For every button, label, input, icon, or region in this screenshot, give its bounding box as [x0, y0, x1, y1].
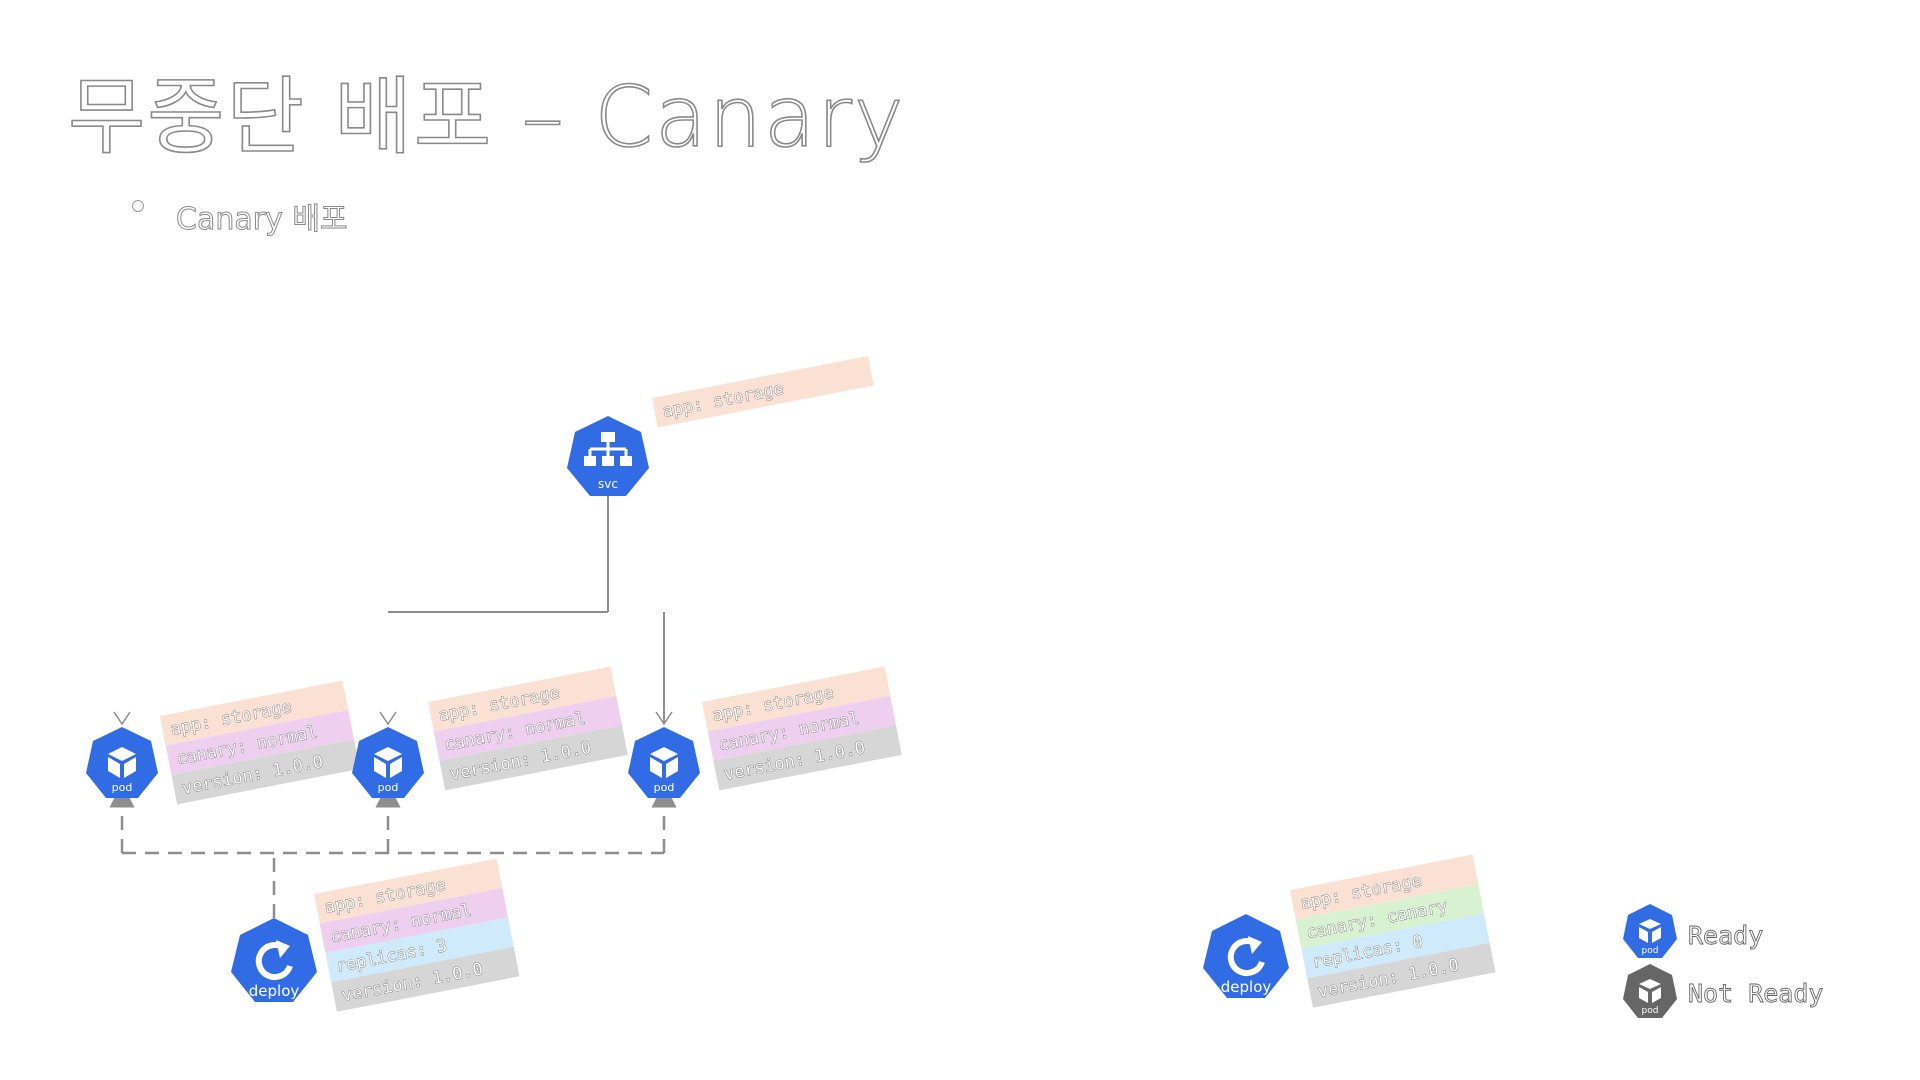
deployment-labels: app: storage canary: normal replicas: 3 …: [314, 858, 520, 1012]
legend-not-ready-pod-icon: pod: [1623, 964, 1677, 1018]
legend-ready-icon-text: pod: [1642, 946, 1659, 956]
pod-icon: pod: [86, 727, 158, 798]
legend: pod Ready pod Not Ready: [1623, 904, 1824, 1018]
page-title: 무중단 배포 – Canary: [67, 67, 906, 167]
legend-not-ready-label: Not Ready: [1688, 979, 1823, 1008]
bullet-dot: [132, 200, 144, 212]
deploy-icon: deploy: [1203, 914, 1289, 998]
pod-labels: app: storage canary: normal version: 1.0…: [702, 666, 902, 791]
pod-icon: pod: [352, 727, 424, 798]
pod-icon-text: pod: [378, 781, 399, 794]
deploy-icon-text: deploy: [1221, 978, 1272, 996]
legend-not-ready-icon-text: pod: [1642, 1006, 1659, 1016]
legend-ready-pod-icon: pod: [1623, 904, 1677, 958]
deploy-icon-text: deploy: [249, 982, 300, 1000]
service-connector-lines: [113, 496, 673, 726]
deploy-icon: deploy: [231, 918, 317, 1002]
bullet-text: Canary 배포: [176, 202, 349, 238]
service-labels: app: storage: [652, 356, 874, 428]
service-icon: svc: [567, 416, 649, 496]
pod-labels: app: storage canary: normal version: 1.0…: [428, 666, 628, 791]
pod-icon-text: pod: [112, 781, 133, 794]
pod-icon: pod: [628, 727, 700, 798]
deployment-labels: app: storage canary: canary replicas: 0 …: [1290, 854, 1496, 1008]
service-icon-text: svc: [598, 477, 618, 491]
pod-icon-text: pod: [654, 781, 675, 794]
pod-labels: app: storage canary: normal version: 1.0…: [160, 680, 360, 805]
legend-ready-label: Ready: [1688, 921, 1763, 950]
deployment-connector-lines: [109, 782, 677, 918]
